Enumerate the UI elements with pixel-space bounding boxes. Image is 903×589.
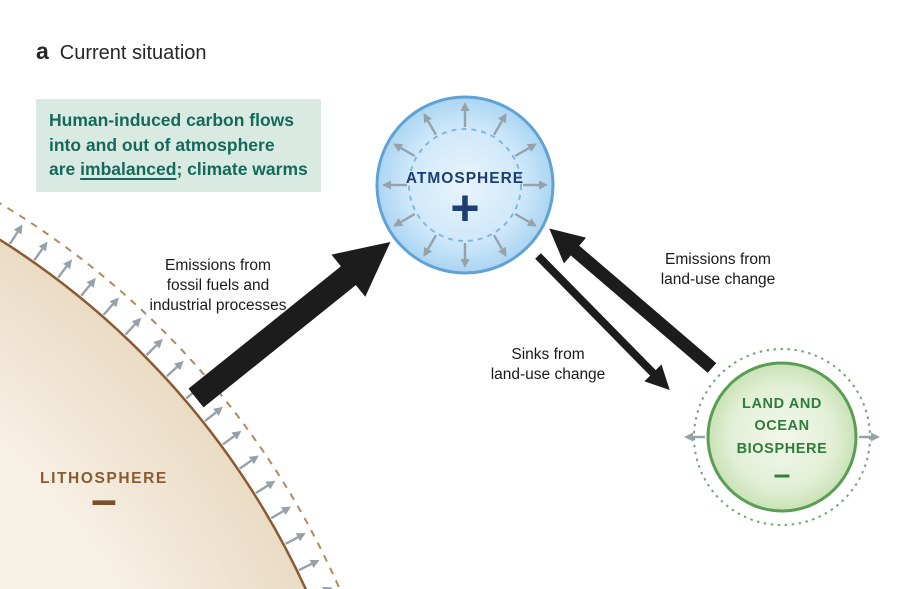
biosphere-name-line1: LAND AND bbox=[742, 396, 822, 412]
outflow-arrow-tick bbox=[222, 430, 242, 446]
atmosphere-name: ATMOSPHERE bbox=[405, 170, 525, 187]
outflow-arrow-tick bbox=[514, 143, 537, 158]
outflow-arrow-tick bbox=[298, 559, 320, 572]
callout-line3-post: ; climate warms bbox=[176, 159, 308, 179]
landuse-sinks-line2: land-use change bbox=[490, 366, 606, 384]
panel-letter: a bbox=[36, 38, 49, 64]
outflow-arrow-tick bbox=[284, 533, 306, 545]
outflow-arrow-tick bbox=[492, 234, 507, 257]
fossil-emissions-line2: fossil fuels and bbox=[166, 277, 270, 295]
lithosphere-label: LITHOSPHERE – bbox=[40, 470, 168, 525]
atmosphere-plus-sign: + bbox=[450, 180, 480, 236]
outflow-arrow-tick bbox=[145, 338, 163, 356]
fossil-emissions-label: Emissions from fossil fuels and industri… bbox=[150, 256, 287, 316]
atmosphere-circle bbox=[375, 95, 555, 275]
outflow-arrow-tick bbox=[102, 297, 119, 316]
outflow-arrow-tick bbox=[859, 432, 880, 442]
callout-line2: into and out of atmosphere bbox=[49, 134, 275, 155]
outflow-arrow-tick bbox=[270, 506, 292, 520]
outflow-arrow-tick bbox=[393, 143, 416, 158]
biosphere-minus-sign: – bbox=[773, 458, 791, 492]
biosphere-outflow-ticks bbox=[684, 432, 880, 442]
biosphere-circle bbox=[706, 361, 858, 513]
fossil-emissions-line3: industrial processes bbox=[149, 297, 287, 315]
lithosphere-name: LITHOSPHERE bbox=[40, 470, 168, 487]
landuse-emissions-line1: Emissions from bbox=[665, 251, 771, 268]
outflow-arrow-tick bbox=[165, 360, 184, 378]
outflow-arrow-tick bbox=[255, 480, 276, 495]
outflow-arrow-tick bbox=[514, 212, 537, 227]
callout-line3-pre: are bbox=[49, 159, 81, 179]
atmosphere-inner-dashed-ring bbox=[408, 128, 522, 242]
callout-line1: Human-induced carbon flows bbox=[49, 110, 295, 130]
outflow-arrow-tick bbox=[57, 259, 72, 279]
callout-line3: are imbalanced; climate warms bbox=[49, 157, 308, 182]
outflow-arrow-tick bbox=[33, 241, 48, 261]
landuse-sinks-label: Sinks from land-use change bbox=[491, 345, 606, 385]
outflow-arrow-tick bbox=[460, 102, 470, 127]
outflow-arrow-tick bbox=[393, 212, 416, 227]
biosphere-node bbox=[684, 348, 880, 526]
lithosphere-minus-sign: – bbox=[91, 473, 117, 525]
lithosphere-outflow-ticks bbox=[8, 224, 333, 589]
outflow-arrow-tick bbox=[523, 180, 548, 190]
landuse-emissions-arrow bbox=[549, 228, 717, 373]
lithosphere-node bbox=[0, 202, 341, 589]
landuse-sinks-line1: Sinks from bbox=[511, 346, 585, 363]
outflow-arrow-tick bbox=[382, 180, 407, 190]
atmosphere-label: ATMOSPHERE + bbox=[405, 170, 525, 236]
outflow-arrow-tick bbox=[423, 234, 438, 257]
outflow-arrow-tick bbox=[460, 243, 470, 268]
landuse-sinks-arrow bbox=[535, 253, 670, 390]
biosphere-label: LAND AND OCEAN BIOSPHERE – bbox=[736, 393, 828, 492]
outflow-arrow-tick bbox=[124, 317, 142, 336]
atmosphere-node bbox=[375, 95, 555, 275]
callout-line3-underline: imbalanced bbox=[80, 159, 177, 179]
atmosphere-outflow-ticks bbox=[382, 102, 548, 268]
biosphere-name-line2: OCEAN bbox=[754, 418, 810, 435]
outflow-arrow-tick bbox=[492, 113, 507, 136]
biosphere-name-line3: BIOSPHERE bbox=[736, 440, 828, 457]
callout-box: Human-induced carbon flows into and out … bbox=[36, 99, 321, 192]
panel-title-text: Current situation bbox=[59, 42, 207, 64]
landuse-emissions-line2: land-use change bbox=[660, 271, 776, 289]
landuse-emissions-label: Emissions from land-use change bbox=[661, 250, 776, 290]
outflow-arrow-tick bbox=[204, 406, 223, 423]
outflow-arrow-tick bbox=[239, 455, 259, 470]
outflow-arrow-tick bbox=[80, 277, 96, 297]
outflow-arrow-tick bbox=[322, 586, 333, 589]
fossil-emissions-arrow bbox=[188, 241, 391, 408]
outflow-arrow-tick bbox=[8, 224, 23, 245]
outflow-arrow-tick bbox=[423, 113, 438, 136]
fossil-emissions-line1: Emissions from bbox=[165, 257, 271, 274]
lithosphere-surface bbox=[0, 238, 307, 589]
figure-title: a Current situation bbox=[36, 38, 207, 65]
outflow-arrow-tick bbox=[684, 432, 705, 442]
